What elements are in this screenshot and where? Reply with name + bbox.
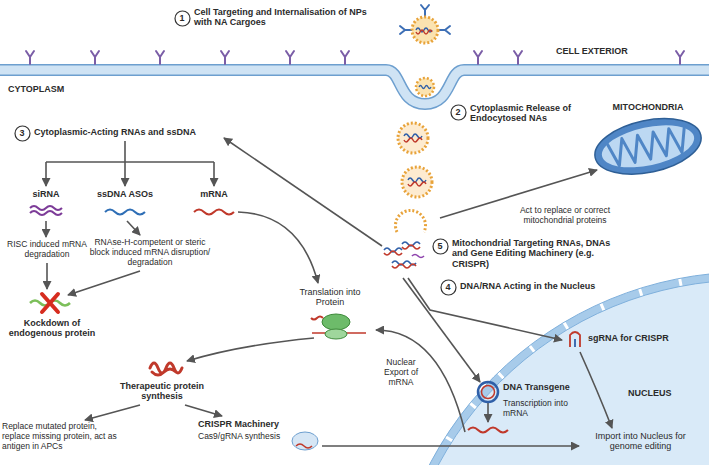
sirna-icon [30, 206, 62, 215]
membrane-receptor [676, 51, 684, 64]
ssdna-icon [105, 210, 145, 215]
region-label: CYTOPLASM [8, 84, 98, 94]
step-caption: Cell Targeting and Internalisation of NP… [194, 7, 379, 28]
label-slot: CRISPR Machinery [198, 419, 298, 429]
label-slot: DNA/RNA Acting in the Nucleus [460, 281, 630, 291]
label-slot: mRNA [189, 189, 239, 199]
label-slot: Therapeutic protein synthesis [112, 381, 212, 402]
callout-number: 4 [445, 282, 450, 292]
callout-number: 5 [437, 241, 442, 251]
process-note: Nuclear Export of mRNA [376, 358, 426, 387]
step-caption: Cytoplasmic-Acting RNAs and ssDNA [34, 127, 234, 137]
label-slot: Translation into Protein [290, 287, 370, 308]
process-note: Import into Nucleus for genome editing [583, 431, 698, 452]
mrna-icon [194, 210, 234, 215]
molecule-label: siRNA [20, 189, 72, 199]
step-caption: Mitochondrial Targeting RNAs, DNAs and G… [452, 238, 627, 269]
knockdown-mark [30, 294, 70, 312]
molecule-label: mRNA [189, 189, 239, 199]
process-note: Cas9/gRNA synthesis [198, 432, 298, 442]
label-slot: CELL EXTERIOR [556, 46, 656, 56]
label-slot: Nuclear Export of mRNA [376, 358, 426, 387]
outcome-label: Therapeutic protein synthesis [112, 381, 212, 402]
cas9-complex [292, 432, 318, 450]
organelle-label: MITOCHONDRIA [585, 102, 709, 112]
label-slot: ssDNA ASOs [95, 189, 155, 199]
process-note: Act to replace or correct mitochondrial … [505, 206, 625, 226]
label-slot: sgRNA for CRISPR [588, 333, 688, 343]
membrane-receptor [91, 51, 99, 64]
label-slot: RNAse-H-competent or steric block induce… [89, 238, 211, 267]
callout-circle: 5 [432, 238, 449, 255]
membrane-receptor [286, 51, 294, 64]
label-slot: Act to replace or correct mitochondrial … [505, 206, 625, 226]
label-slot: Mitochondrial Targeting RNAs, DNAs and G… [452, 238, 627, 269]
label-slot: Transcription into mRNA [503, 399, 578, 419]
label-slot: Import into Nucleus for genome editing [583, 431, 698, 452]
label-slot: siRNA [20, 189, 72, 199]
process-note: RNAse-H-competent or steric block induce… [89, 238, 211, 267]
membrane-receptor [474, 51, 482, 64]
region-label: CELL EXTERIOR [556, 46, 656, 56]
label-slot: CYTOPLASM [8, 84, 98, 94]
label-slot: Cas9/gRNA synthesis [198, 432, 298, 442]
callout-circle: 4 [440, 279, 457, 296]
membrane-receptor [514, 51, 522, 64]
nanoparticle [400, 5, 450, 43]
process-arrows [46, 138, 612, 446]
label-slot: Cytoplasmic Release of Endocytosed NAs [470, 103, 590, 124]
label-slot: Kockdown of endogenous protein [2, 318, 102, 339]
process-note: Translation into Protein [290, 287, 370, 308]
membrane-receptor [26, 51, 34, 64]
process-note: Transcription into mRNA [503, 399, 578, 419]
molecule-label: ssDNA ASOs [95, 189, 155, 199]
outcome-label: Kockdown of endogenous protein [2, 318, 102, 339]
membrane-receptor [156, 51, 164, 64]
therapeutic-protein [150, 363, 182, 375]
step-caption: DNA/RNA Acting in the Nucleus [460, 281, 630, 291]
process-note: RISC induced mRNA degradation [3, 240, 91, 260]
label-slot: DNA Transgene [503, 382, 603, 392]
membrane-receptor [221, 51, 229, 64]
label-slot: Cytoplasmic-Acting RNAs and ssDNA [34, 127, 234, 137]
ribosome [311, 314, 366, 339]
mitochondrion: MITOCHONDRIA [585, 100, 709, 186]
callout-number: 2 [455, 107, 460, 117]
process-note: Replace mutated protein, replace missing… [2, 422, 127, 451]
callout-number: 3 [19, 128, 24, 138]
mitochondrion-outline [585, 100, 709, 186]
callout-circle: 3 [14, 125, 31, 142]
molecule-label: sgRNA for CRISPR [588, 333, 688, 343]
endosome [396, 123, 433, 232]
step-caption: Cytoplasmic Release of Endocytosed NAs [470, 103, 590, 124]
internalising-nanoparticle [416, 78, 434, 96]
label-slot: Replace mutated protein, replace missing… [2, 422, 127, 451]
released-nucleic-acids [384, 242, 424, 268]
callout-circle: 1 [174, 10, 191, 27]
molecule-label: DNA Transgene [503, 382, 603, 392]
callout-number: 1 [179, 13, 184, 23]
cell-membrane [0, 51, 709, 104]
callout-circle: 2 [450, 104, 467, 121]
molecule-label: CRISPR Machinery [198, 419, 298, 429]
membrane-receptor [341, 51, 349, 64]
organelle-label: NUCLEUS [628, 388, 672, 398]
label-slot: Cell Targeting and Internalisation of NP… [194, 7, 379, 28]
label-slot: RISC induced mRNA degradation [3, 240, 91, 260]
